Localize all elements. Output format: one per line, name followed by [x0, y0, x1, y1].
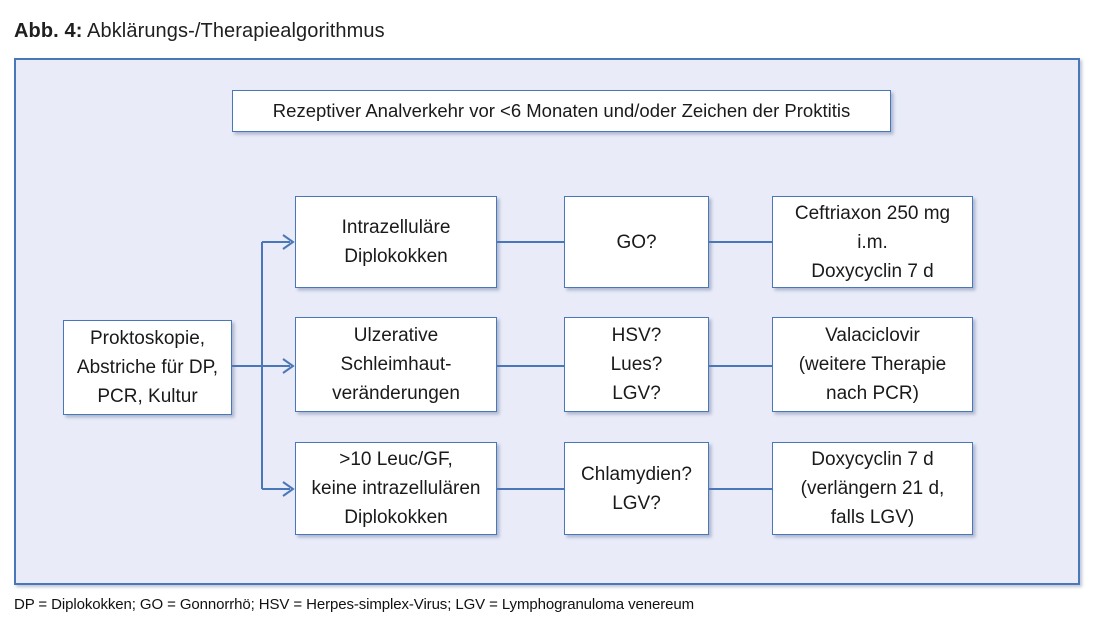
question-box-row3: Chlamydien? LGV?	[564, 442, 709, 535]
question-box-row2: HSV? Lues? LGV?	[564, 317, 709, 412]
finding-box-row1: Intrazelluläre Diplokokken	[295, 196, 497, 288]
therapy-box-row1: Ceftriaxon 250 mg i.m. Doxycyclin 7 d	[772, 196, 973, 288]
therapy-box-row2: Valaciclovir (weitere Therapie nach PCR)	[772, 317, 973, 412]
finding-box-row3: >10 Leuc/GF, keine intrazellulären Diplo…	[295, 442, 497, 535]
condition-box: Rezeptiver Analverkehr vor <6 Monaten un…	[232, 90, 891, 132]
question-box-row1: GO?	[564, 196, 709, 288]
start-box-proktoskopie: Proktoskopie, Abstriche für DP, PCR, Kul…	[63, 320, 232, 415]
figure-caption: Abb. 4: Abklärungs-/Therapiealgorithmus	[14, 18, 385, 44]
abbreviation-legend: DP = Diplokokken; GO = Gonnorrhö; HSV = …	[14, 596, 695, 613]
finding-box-row2: Ulzerative Schleimhaut- veränderungen	[295, 317, 497, 412]
figure-label: Abb. 4:	[14, 20, 83, 42]
figure-title-text: Abklärungs-/Therapiealgorithmus	[87, 20, 385, 42]
therapy-box-row3: Doxycyclin 7 d (verlängern 21 d, falls L…	[772, 442, 973, 535]
